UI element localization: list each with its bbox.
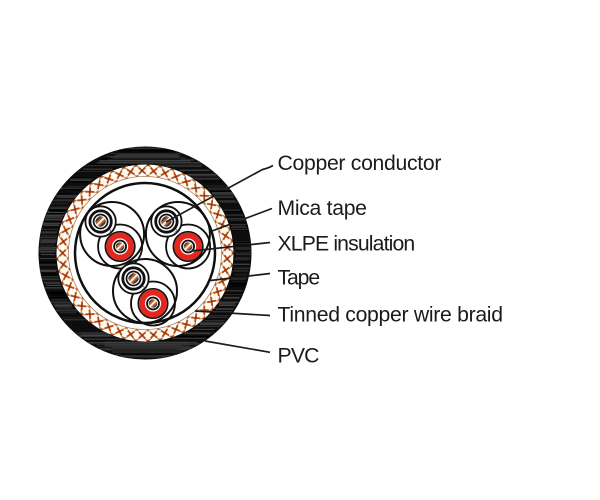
svg-text:XLPE insulation: XLPE insulation (278, 233, 415, 256)
svg-text:Tape: Tape (278, 267, 320, 290)
svg-text:Tinned copper wire braid: Tinned copper wire braid (278, 304, 503, 327)
svg-text:Copper conductor: Copper conductor (278, 152, 442, 175)
svg-text:3: 3 (174, 229, 178, 236)
svg-text:Mica tape: Mica tape (278, 197, 367, 220)
svg-text:PVC: PVC (278, 345, 320, 368)
svg-text:1: 1 (108, 229, 112, 236)
svg-text:2: 2 (141, 286, 145, 293)
